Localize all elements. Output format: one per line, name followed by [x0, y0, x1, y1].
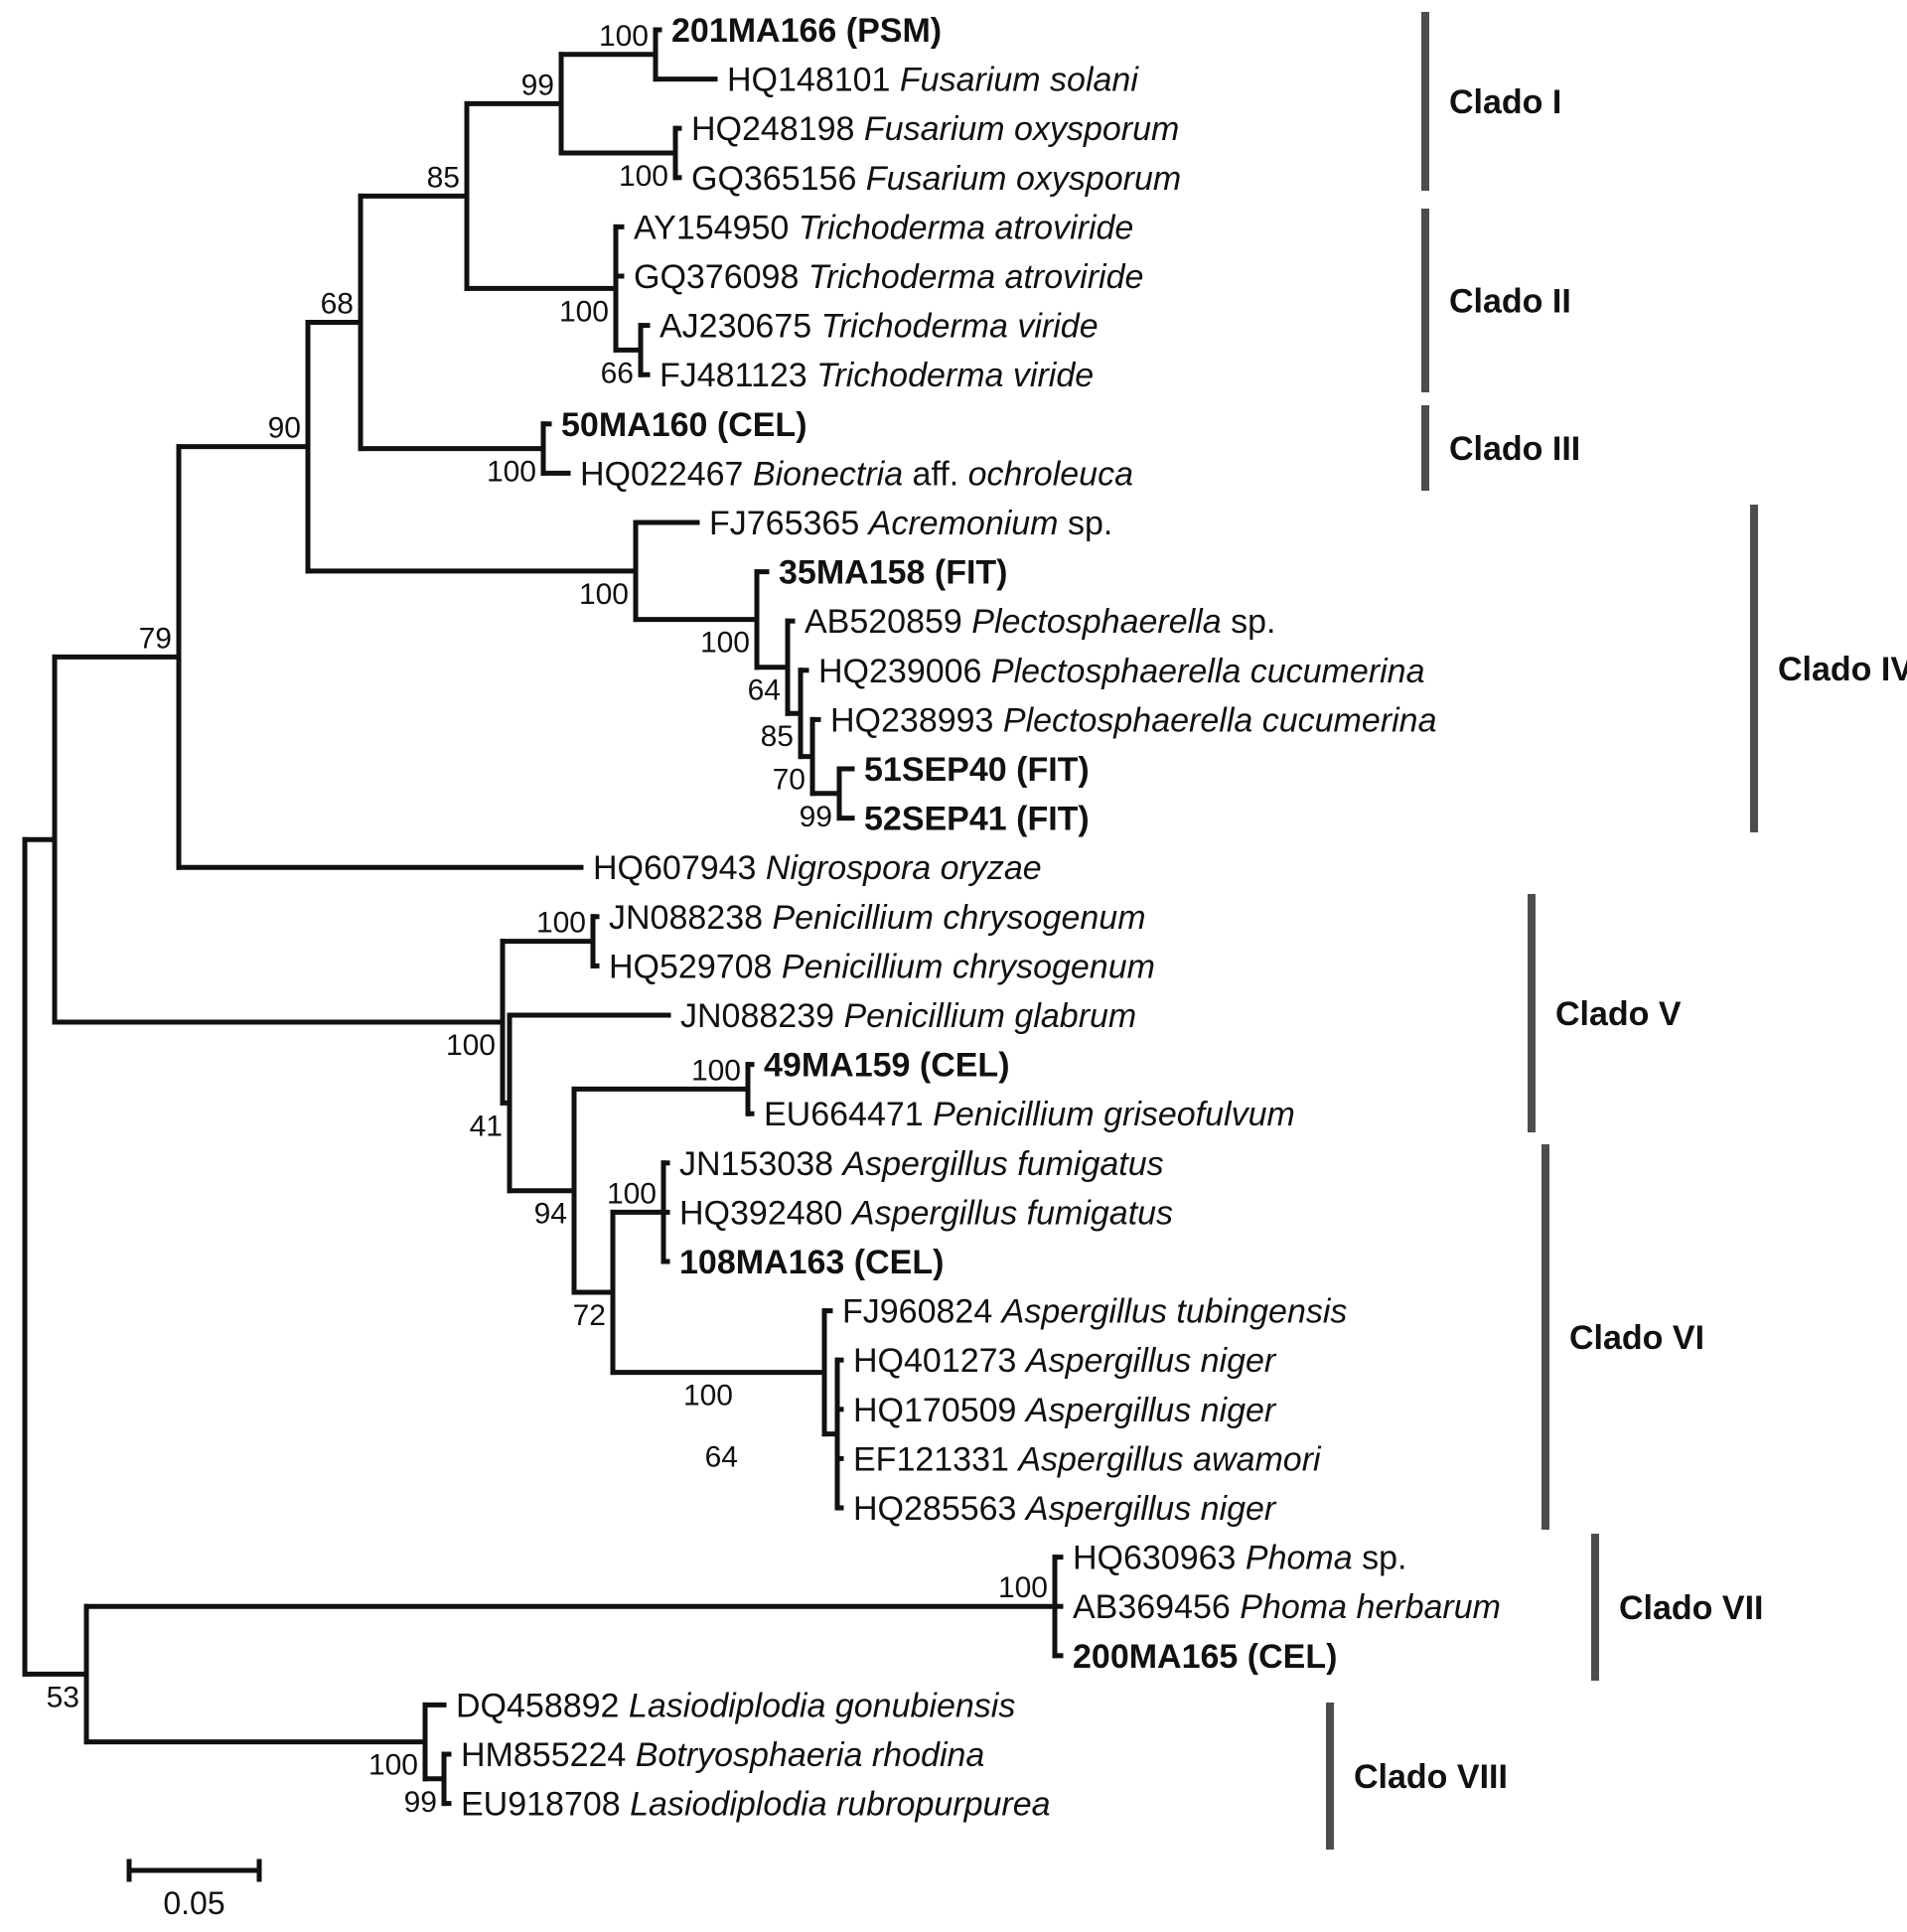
bootstrap-label: 100 — [487, 456, 536, 489]
bootstrap-label: 85 — [427, 161, 460, 194]
bootstrap-label: 79 — [139, 622, 172, 655]
bootstrap-label: 100 — [683, 1380, 733, 1412]
clade-bar-4 — [1750, 505, 1758, 832]
clade-label-7: Clado VII — [1619, 1589, 1763, 1627]
taxon-label-HQ022467: HQ022467 Bionectria aff. ochroleuca — [580, 455, 1133, 493]
bootstrap-label: 70 — [773, 764, 806, 797]
taxon-label-AB520859: AB520859 Plectosphaerella sp. — [805, 603, 1275, 641]
bootstrap-label: 53 — [47, 1681, 79, 1713]
bootstrap-label: 100 — [559, 295, 609, 328]
taxon-label-HM855224: HM855224 Botryosphaeria rhodina — [461, 1736, 984, 1774]
bootstrap-label: 100 — [446, 1029, 496, 1062]
taxon-label-GQ376098: GQ376098 Trichoderma atroviride — [634, 258, 1143, 296]
bootstrap-label: 90 — [268, 412, 301, 445]
clade-bar-3 — [1421, 405, 1429, 491]
taxon-label-JN088238: JN088238 Penicillium chrysogenum — [609, 899, 1146, 937]
taxon-label-HQ630963: HQ630963 Phoma sp. — [1073, 1540, 1406, 1577]
taxon-label-AY154950: AY154950 Trichoderma atroviride — [634, 209, 1133, 246]
taxon-label-FJ765365: FJ765365 Acremonium sp. — [709, 505, 1112, 542]
clade-label-1: Clado I — [1449, 83, 1561, 121]
taxon-label-HQ239006: HQ239006 Plectosphaerella cucumerina — [818, 653, 1424, 690]
clade-bar-6 — [1541, 1144, 1549, 1530]
taxon-label-DQ458892: DQ458892 Lasiodiplodia gonubiensis — [456, 1687, 1015, 1724]
bootstrap-label: 100 — [691, 1054, 741, 1087]
clade-bar-8 — [1326, 1703, 1334, 1850]
bootstrap-label: 100 — [599, 20, 649, 53]
taxon-label-AB369456: AB369456 Phoma herbarum — [1073, 1588, 1501, 1626]
taxon-label-51SEP40: 51SEP40 (FIT) — [864, 751, 1090, 789]
taxon-label-HQ170509: HQ170509 Aspergillus niger — [853, 1392, 1277, 1429]
taxon-label-HQ392480: HQ392480 Aspergillus fumigatus — [679, 1194, 1173, 1232]
taxon-label-49MA159: 49MA159 (CEL) — [764, 1047, 1010, 1085]
bootstrap-label: 100 — [700, 627, 750, 660]
taxon-label-35MA158: 35MA158 (FIT) — [779, 554, 1008, 592]
scale-bar-label: 0.05 — [163, 1885, 224, 1921]
clade-bar-1 — [1421, 12, 1429, 191]
bootstrap-label: 99 — [800, 801, 832, 833]
bootstrap-label: 100 — [579, 578, 629, 611]
taxon-label-HQ238993: HQ238993 Plectosphaerella cucumerina — [830, 701, 1436, 739]
taxon-label-HQ401273: HQ401273 Aspergillus niger — [853, 1342, 1277, 1380]
taxon-label-EF121331: EF121331 Aspergillus awamori — [853, 1440, 1322, 1478]
bootstrap-label: 100 — [368, 1749, 418, 1782]
bootstrap-label: 94 — [534, 1198, 567, 1231]
bootstrap-label: 85 — [761, 720, 794, 753]
taxon-label-AJ230675: AJ230675 Trichoderma viride — [660, 308, 1099, 346]
taxon-label-HQ607943: HQ607943 Nigrospora oryzae — [593, 849, 1042, 887]
taxon-label-201MA166: 201MA166 (PSM) — [671, 12, 942, 50]
taxon-label-GQ365156: GQ365156 Fusarium oxysporum — [691, 160, 1181, 198]
bootstrap-label: 100 — [607, 1177, 657, 1210]
clade-label-5: Clado V — [1555, 995, 1682, 1033]
taxon-label-HQ285563: HQ285563 Aspergillus niger — [853, 1490, 1277, 1528]
bootstrap-label: 100 — [536, 907, 586, 940]
taxon-label-JN153038: JN153038 Aspergillus fumigatus — [679, 1145, 1164, 1183]
taxon-label-HQ529708: HQ529708 Penicillium chrysogenum — [609, 948, 1155, 985]
bootstrap-label: 64 — [705, 1441, 738, 1474]
taxon-label-200MA165: 200MA165 (CEL) — [1073, 1638, 1337, 1676]
taxon-label-108MA163: 108MA163 (CEL) — [679, 1244, 944, 1281]
taxon-label-FJ481123: FJ481123 Trichoderma viride — [660, 357, 1094, 394]
bootstrap-label: 100 — [998, 1571, 1048, 1604]
clade-label-3: Clado III — [1449, 430, 1580, 468]
clade-bar-7 — [1591, 1534, 1599, 1681]
bootstrap-label: 99 — [404, 1786, 437, 1819]
clade-label-8: Clado VIII — [1354, 1758, 1508, 1796]
bootstrap-label: 68 — [321, 288, 354, 321]
taxon-label-52SEP41: 52SEP41 (FIT) — [864, 801, 1090, 838]
clade-bar-2 — [1421, 209, 1429, 392]
bootstrap-label: 64 — [748, 674, 781, 707]
clade-bar-5 — [1528, 894, 1536, 1132]
clade-label-6: Clado VI — [1569, 1319, 1704, 1357]
taxon-label-JN088239: JN088239 Penicillium glabrum — [680, 997, 1136, 1035]
taxon-label-HQ248198: HQ248198 Fusarium oxysporum — [691, 110, 1179, 148]
bootstrap-label: 99 — [521, 69, 554, 101]
taxon-label-50MA160: 50MA160 (CEL) — [561, 406, 807, 444]
bootstrap-label: 72 — [573, 1299, 606, 1332]
bootstrap-label: 66 — [601, 357, 634, 389]
bootstrap-label: 41 — [470, 1110, 503, 1142]
clade-label-2: Clado II — [1449, 283, 1571, 321]
taxon-label-FJ960824: FJ960824 Aspergillus tubingensis — [842, 1293, 1347, 1331]
taxon-label-EU918708: EU918708 Lasiodiplodia rubropurpurea — [461, 1786, 1051, 1824]
taxon-label-HQ148101: HQ148101 Fusarium solani — [727, 62, 1139, 99]
taxon-label-EU664471: EU664471 Penicillium griseofulvum — [764, 1096, 1295, 1133]
bootstrap-label: 100 — [619, 160, 668, 193]
clade-label-4: Clado IV — [1778, 651, 1907, 688]
